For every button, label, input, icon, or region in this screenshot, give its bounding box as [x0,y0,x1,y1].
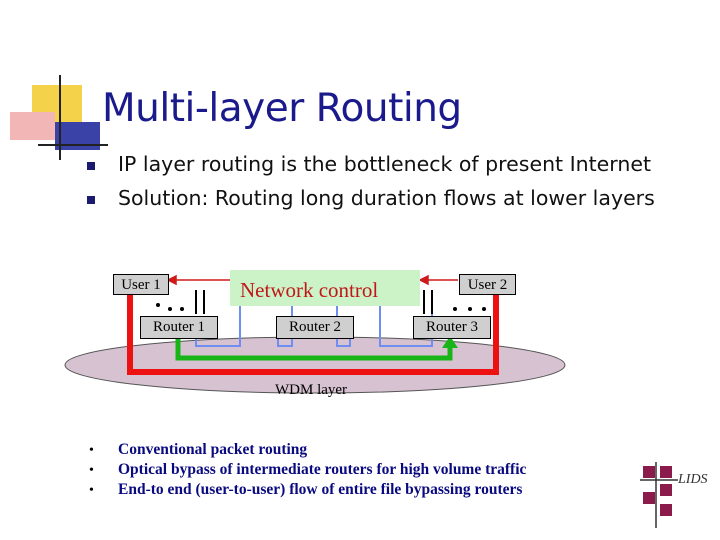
router1-box: Router 1 [140,316,218,339]
blue-path-3 [336,338,351,347]
bullet-square-1 [87,162,95,170]
footer-bullet-dot-1: • [89,443,94,458]
network-control-label: Network control [240,278,379,302]
slide-title: Multi-layer Routing [102,86,462,131]
blue-path-4 [379,338,433,347]
lids-logo: LIDS [640,460,720,532]
footer-bullet-text-3: End-to end (user-to-user) flow of entire… [118,481,523,498]
bullet-text-1: IP layer routing is the bottleneck of pr… [118,152,652,176]
bullet-text-2: Solution: Routing long duration flows at… [118,186,655,210]
corner-squares-graphic [10,75,108,160]
arrow-head-left [166,274,177,286]
lids-logo-text: LIDS [678,472,708,487]
dot-groups [156,303,486,311]
user1-box: User 1 [113,274,169,295]
footer-bullet-text-2: Optical bypass of intermediate routers f… [118,461,527,478]
blue-path-1 [195,338,241,347]
pink-square [10,112,55,140]
title-decoration [0,0,110,170]
router-port-bars [195,290,433,314]
footer-bullet-text-1: Conventional packet routing [118,441,308,458]
bullet-square-2 [87,196,95,204]
router2-box: Router 2 [276,316,354,339]
footer-bullet-dot-3: • [89,483,94,498]
red-end-to-end-path [127,292,499,375]
blue-path-2 [277,338,293,347]
arrow-head-left-2 [418,274,429,286]
green-arrow-head [442,336,458,348]
green-bypass-path [175,338,453,361]
network-control-box: Network control [230,270,420,306]
wdm-layer-label: WDM layer [275,382,348,398]
lids-logo-graphic [640,462,678,528]
user2-box: User 2 [459,274,516,295]
footer-bullet-dot-2: • [89,463,94,478]
router3-box: Router 3 [413,316,491,339]
